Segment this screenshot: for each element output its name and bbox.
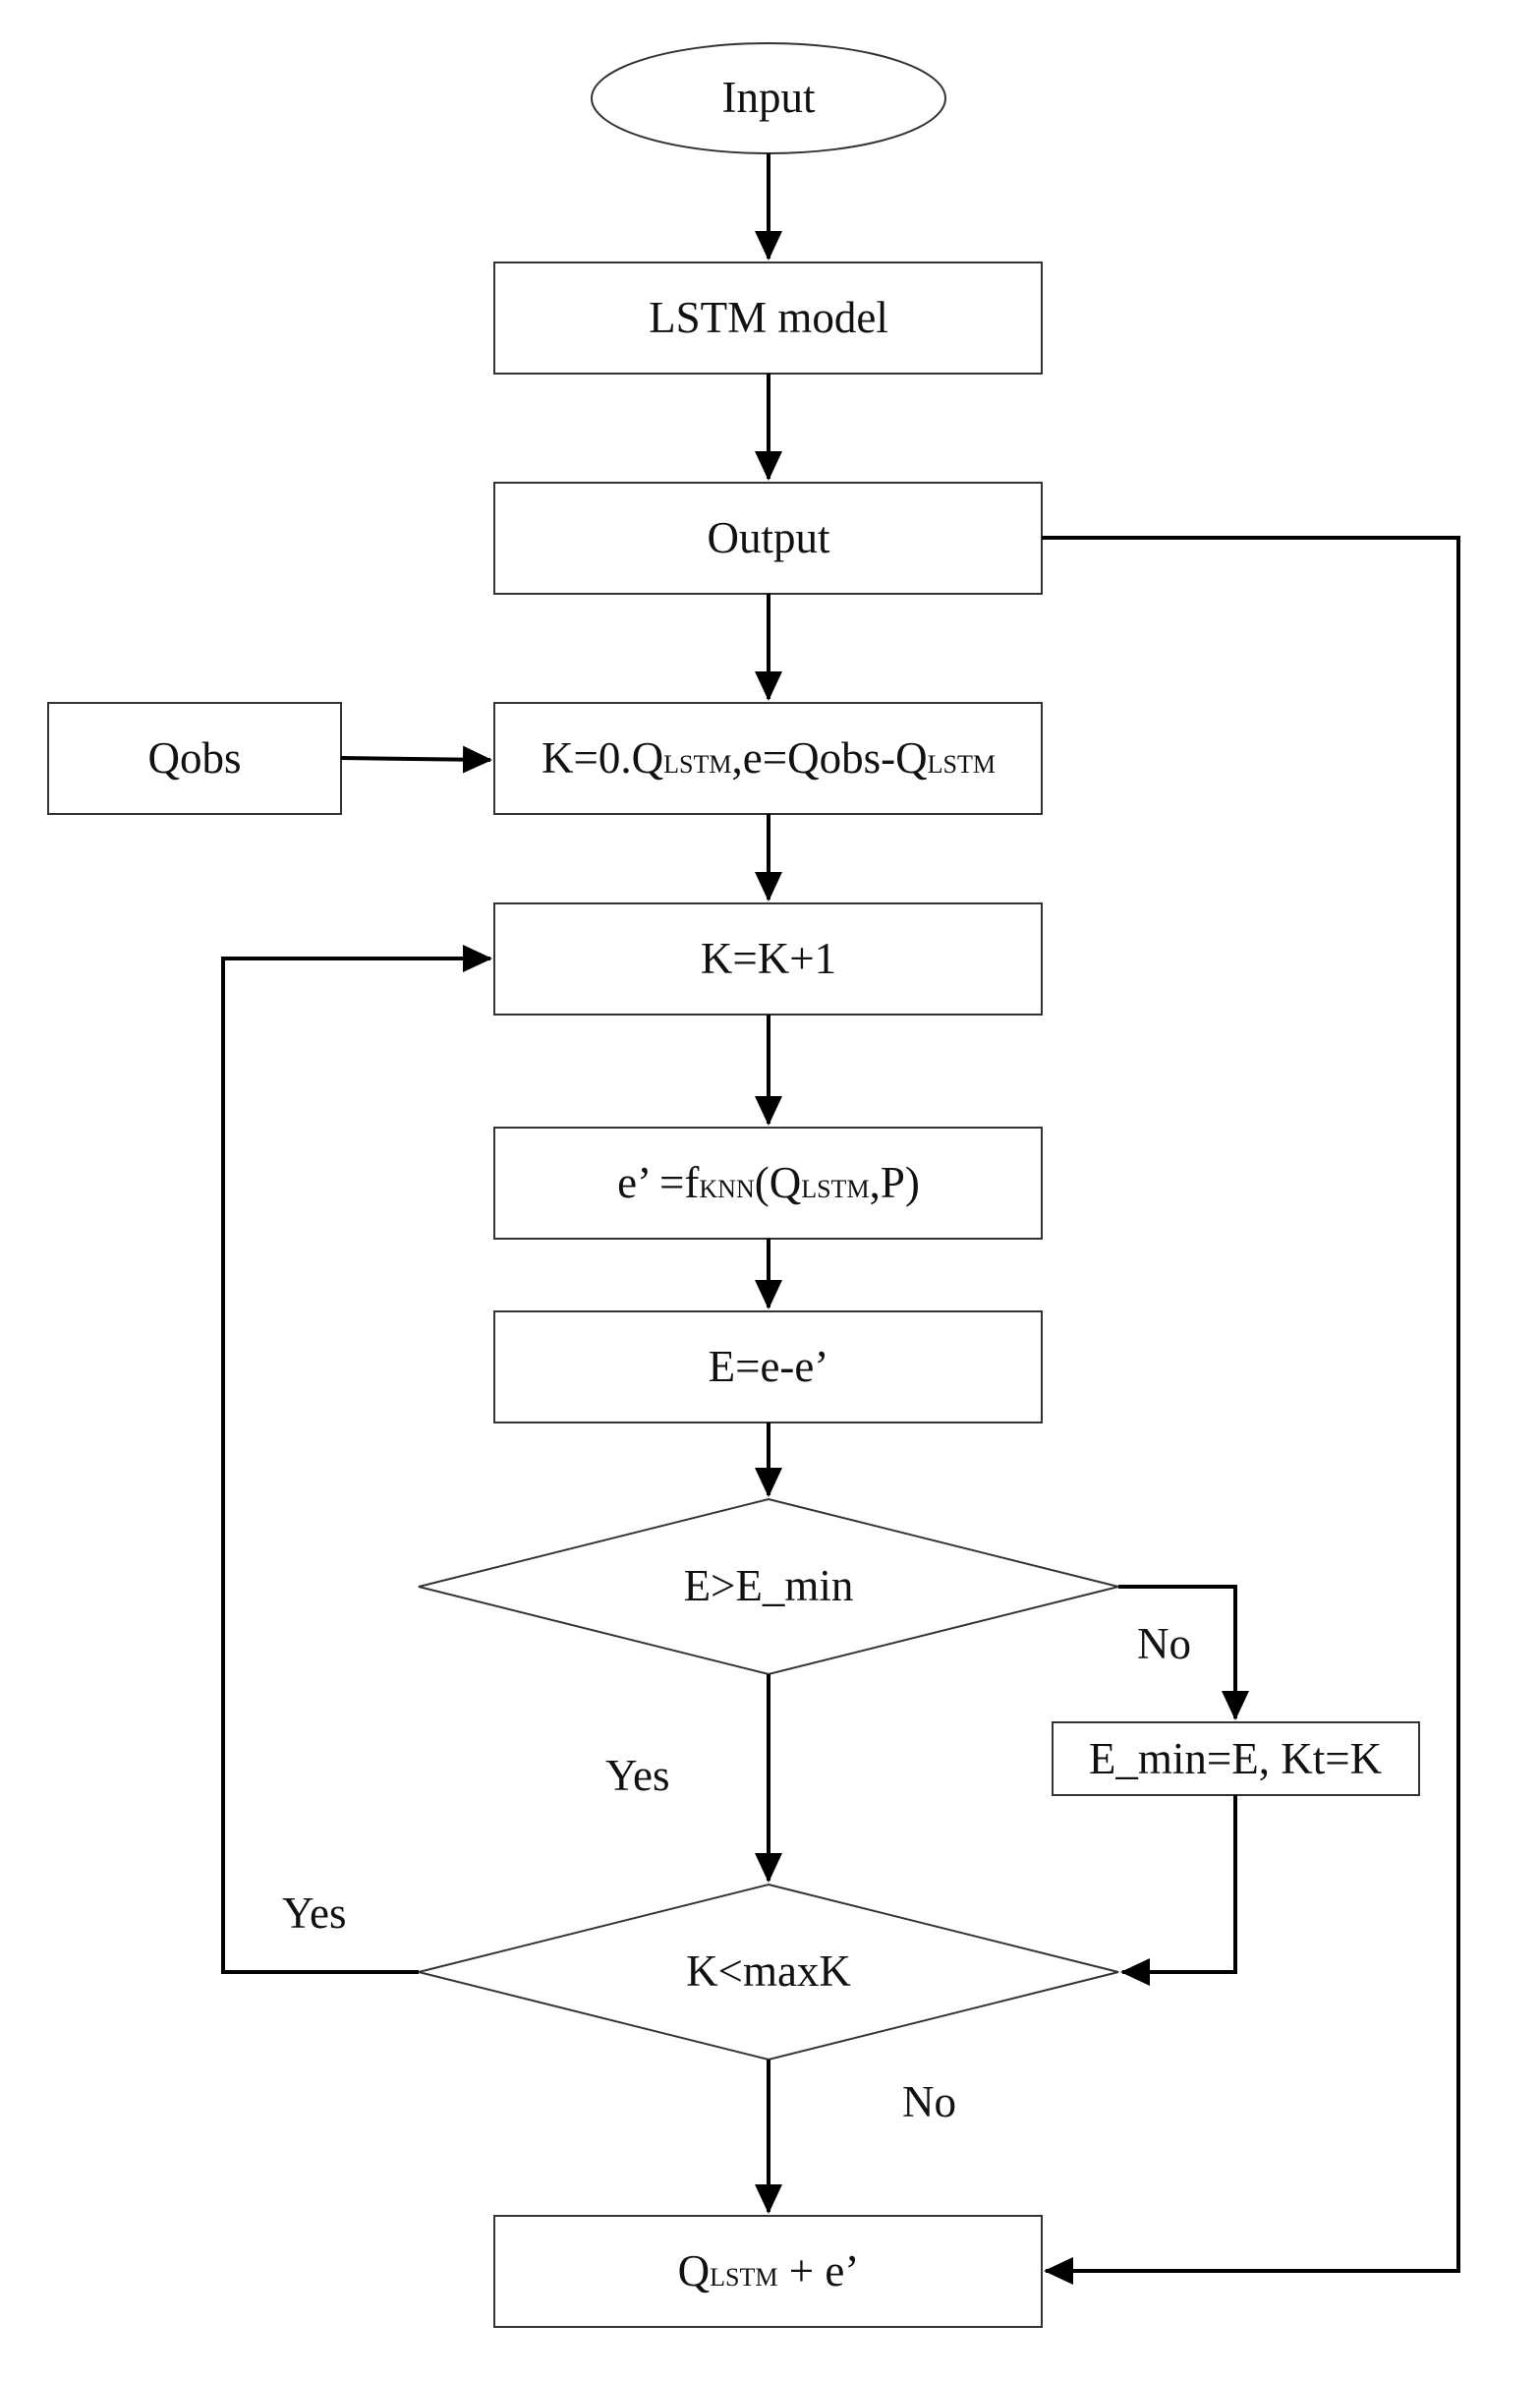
init-node: K=0.QLSTM,e=Qobs-QLSTM	[493, 702, 1043, 815]
input-label: Input	[722, 73, 816, 122]
update-node: E_min=E, Kt=K	[1052, 1721, 1420, 1796]
error-node: E=e-e’	[493, 1310, 1043, 1423]
knn-node: e’ =fKNN(QLSTM,P)	[493, 1127, 1043, 1240]
output-box	[493, 482, 1043, 595]
edge-update-to-maxk	[1120, 1795, 1237, 1986]
init-label: K=0.QLSTM,e=Qobs-QLSTM	[542, 733, 996, 783]
increment-node: K=K+1	[493, 902, 1043, 1016]
emin-decision-label: E>E_min	[684, 1561, 854, 1610]
edge-emin-no-to-update	[1118, 1585, 1249, 1720]
output-node: Output	[493, 482, 1043, 595]
qobs-node: Qobs	[47, 702, 342, 815]
edge-label-emin-yes: Yes	[605, 1751, 669, 1800]
maxk-decision-label: K<maxK	[686, 1946, 851, 1996]
update-box	[1052, 1721, 1420, 1796]
update-label: E_min=E, Kt=K	[1089, 1734, 1383, 1783]
lstm-model-box	[493, 261, 1043, 375]
init-box	[493, 702, 1043, 815]
knn-label: e’ =fKNN(QLSTM,P)	[617, 1158, 920, 1207]
lstm-model-node: LSTM model	[493, 261, 1043, 375]
maxk-decision-node: K<maxK	[418, 1883, 1119, 2062]
result-node: QLSTM + e’	[493, 2215, 1043, 2328]
edge-maxk-yes-loop	[221, 945, 492, 1974]
output-label: Output	[707, 513, 830, 562]
input-node: Input	[591, 42, 946, 154]
edge-label-maxk-yes: Yes	[282, 1888, 346, 1938]
emin-decision-node: E>E_min	[418, 1497, 1119, 1676]
edge-label-emin-no: No	[1137, 1619, 1191, 1668]
error-box	[493, 1310, 1043, 1423]
result-box	[493, 2215, 1043, 2328]
knn-box	[493, 1127, 1043, 1240]
qobs-box	[47, 702, 342, 815]
result-label: QLSTM + e’	[678, 2246, 860, 2295]
error-label: E=e-e’	[709, 1342, 829, 1391]
edge-qobs-to-init	[340, 745, 492, 774]
edge-output-to-result	[1042, 536, 1460, 2285]
qobs-label: Qobs	[147, 733, 241, 783]
edge-label-maxk-no: No	[902, 2077, 956, 2126]
increment-label: K=K+1	[701, 934, 836, 983]
lstm-model-label: LSTM model	[649, 293, 888, 342]
